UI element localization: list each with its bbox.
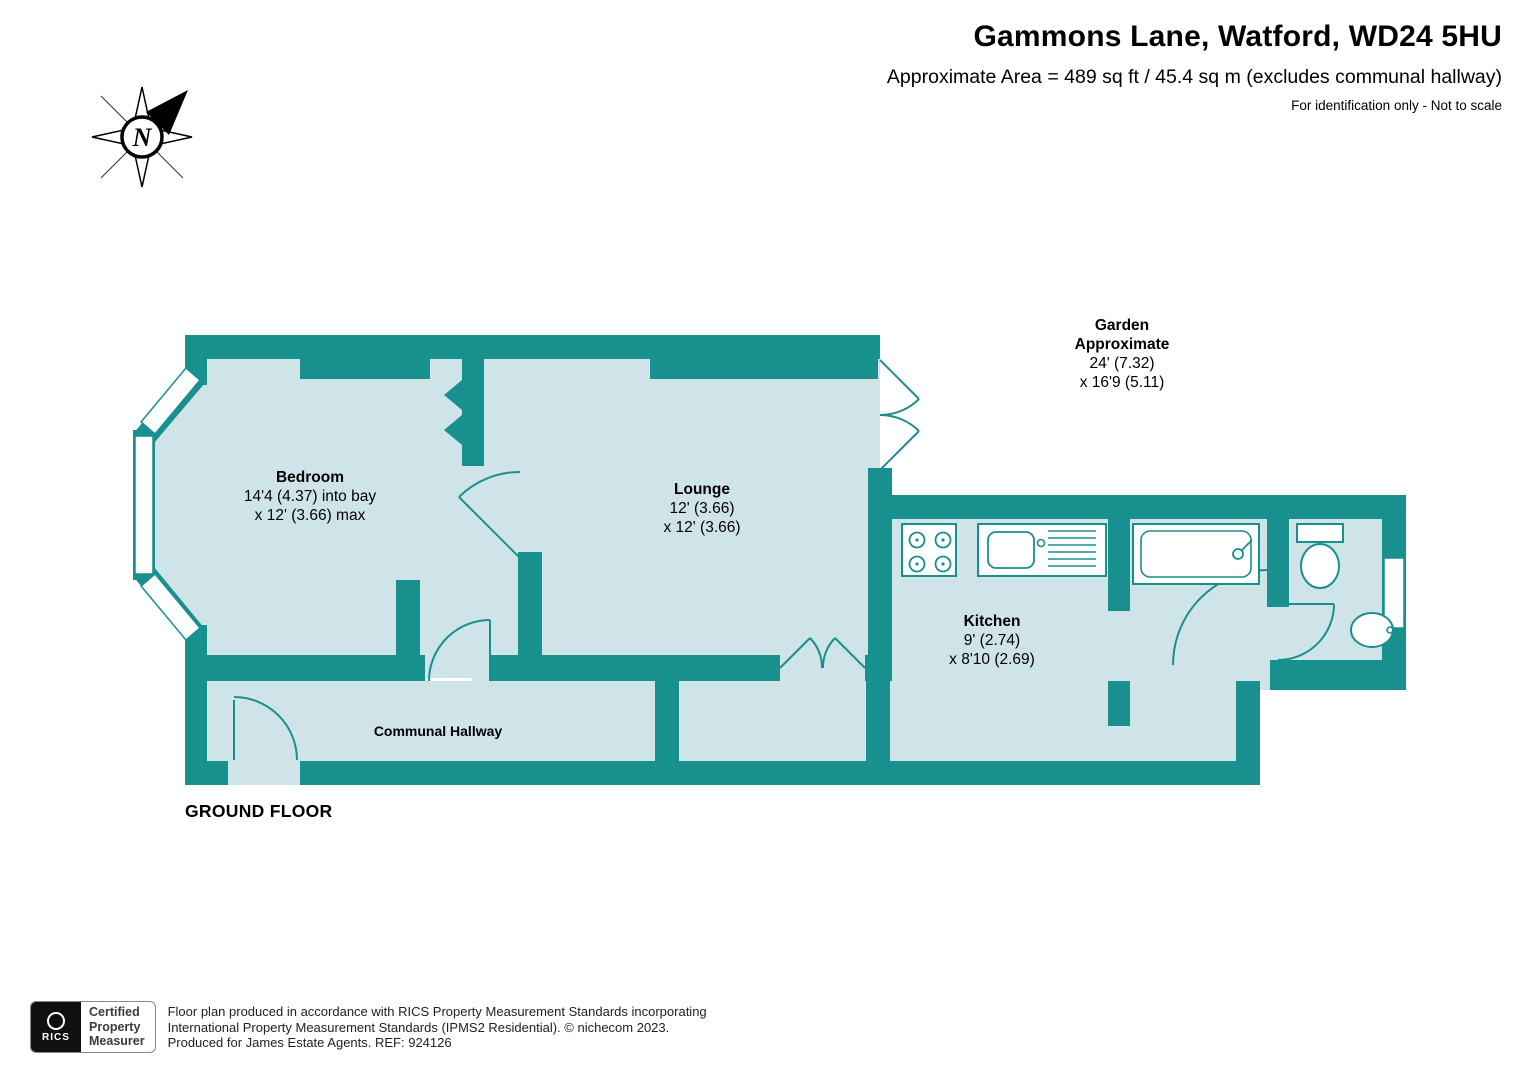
french-door-top-leaf bbox=[879, 359, 920, 400]
entry-door-arc bbox=[233, 696, 298, 761]
badge-line3: Measurer bbox=[89, 1034, 145, 1049]
french-door-top-arc bbox=[879, 398, 920, 417]
french-door-bottom-leaf bbox=[879, 430, 920, 471]
footer-text: Floor plan produced in accordance with R… bbox=[168, 1001, 707, 1051]
bedroom-door-arc bbox=[428, 619, 491, 682]
shower-icon bbox=[1132, 523, 1260, 585]
entry-door-gap bbox=[228, 761, 300, 785]
footer-line2: International Property Measurement Stand… bbox=[167, 1019, 670, 1035]
rics-logo-text: RICS bbox=[42, 1031, 70, 1043]
rics-badge-text: Certified Property Measurer bbox=[81, 1002, 155, 1052]
rics-lion-icon bbox=[47, 1011, 65, 1030]
toilet-icon bbox=[1296, 523, 1344, 589]
double-door-right-arc bbox=[821, 637, 836, 669]
bay-window-mid-icon bbox=[134, 435, 154, 575]
doors bbox=[233, 359, 1335, 761]
bedroom-dim2: x 12' (3.66) max bbox=[254, 507, 366, 524]
area-text: Approximate Area = 489 sq ft / 45.4 sq m… bbox=[886, 66, 1502, 88]
sink-icon bbox=[977, 523, 1107, 577]
badge-line1: Certified bbox=[89, 1005, 140, 1020]
wc-door-arc bbox=[1277, 603, 1335, 661]
rics-logo: RICS bbox=[31, 1002, 81, 1052]
double-door-right-leaf bbox=[834, 637, 866, 669]
lounge-name: Lounge bbox=[674, 481, 730, 498]
lounge-dim1: 12' (3.66) bbox=[669, 500, 735, 517]
kitchen-label: Kitchen 9' (2.74) x 8'10 (2.69) bbox=[882, 612, 1102, 669]
basin-icon bbox=[1350, 612, 1394, 648]
windows bbox=[134, 366, 1405, 642]
footer: RICS Certified Property Measurer Floor p… bbox=[30, 1001, 707, 1053]
garden-dim2: x 16'9 (5.11) bbox=[1079, 374, 1165, 391]
bedroom-name: Bedroom bbox=[275, 469, 345, 486]
rics-badge: RICS Certified Property Measurer bbox=[30, 1001, 156, 1053]
bedroom-label: Bedroom 14'4 (4.37) into bay x 12' (3.66… bbox=[200, 468, 420, 525]
ground-floor-label: GROUND FLOOR bbox=[185, 801, 333, 821]
footer-line3: Produced for James Estate Agents. REF: 9… bbox=[167, 1035, 452, 1050]
page-title: Gammons Lane, Watford, WD24 5HU bbox=[973, 20, 1502, 53]
garden-dim1: 24' (7.32) bbox=[1089, 355, 1155, 372]
stove-icon bbox=[901, 523, 957, 577]
compass-rose: N bbox=[91, 86, 193, 188]
fixtures bbox=[901, 523, 1394, 648]
lounge-dim2: x 12' (3.66) bbox=[663, 519, 741, 536]
divider-door-arc bbox=[458, 470, 521, 498]
header: Gammons Lane, Watford, WD24 5HU Approxim… bbox=[887, 20, 1502, 113]
bathroom-window-icon bbox=[1383, 557, 1405, 629]
garden-name-line1: Garden bbox=[1094, 317, 1150, 334]
badge-line2: Property bbox=[89, 1019, 141, 1034]
disclaimer-text: For identification only - Not to scale bbox=[1291, 98, 1502, 113]
kitchen-name: Kitchen bbox=[963, 613, 1021, 630]
footer-line1: Floor plan produced in accordance with R… bbox=[167, 1004, 707, 1019]
lounge-label: Lounge 12' (3.66) x 12' (3.66) bbox=[592, 480, 812, 537]
kitchen-dim1: 9' (2.74) bbox=[963, 632, 1021, 649]
double-door-left-leaf bbox=[779, 637, 811, 669]
compass-north-label: N bbox=[132, 123, 153, 152]
bedroom-dim1: 14'4 (4.37) into bay bbox=[243, 488, 377, 505]
bay-window-top-icon bbox=[139, 366, 202, 436]
double-door-left-arc bbox=[809, 637, 824, 669]
divider-door-leaf bbox=[458, 496, 521, 559]
north-arrow-icon bbox=[146, 90, 188, 135]
kitchen-dim2: x 8'10 (2.69) bbox=[949, 651, 1035, 668]
hallway-name: Communal Hallway bbox=[373, 723, 503, 739]
garden-name-line2: Approximate bbox=[1074, 336, 1170, 353]
french-door-bottom-arc bbox=[879, 413, 920, 432]
hallway-floor bbox=[185, 681, 1260, 761]
bay-window-bottom-icon bbox=[139, 572, 202, 642]
garden-label: Garden Approximate 24' (7.32) x 16'9 (5.… bbox=[1012, 316, 1232, 392]
hallway-label: Communal Hallway bbox=[328, 722, 548, 741]
